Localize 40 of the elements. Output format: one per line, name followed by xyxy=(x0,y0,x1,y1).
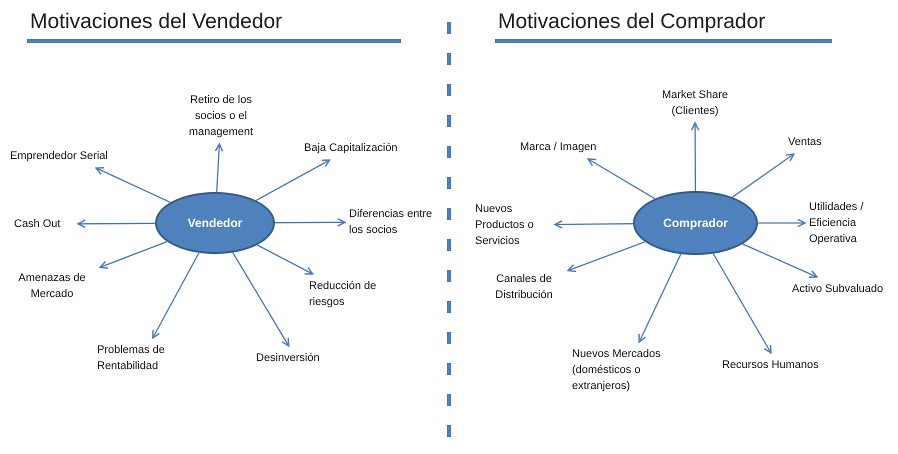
arrow xyxy=(99,241,168,269)
arrow xyxy=(638,254,682,343)
motivation-label: Retiro de los socios o el management xyxy=(180,92,262,140)
motivation-label: Recursos Humanos xyxy=(722,357,834,373)
arrow xyxy=(732,153,795,198)
arrow xyxy=(690,122,700,191)
arrow xyxy=(712,253,772,354)
motivation-label: Problemas de Rentabilidad xyxy=(97,342,187,374)
arrow xyxy=(256,244,314,275)
section-heading: Motivaciones del Comprador xyxy=(498,9,766,35)
motivation-label: Reducción de riesgos xyxy=(309,278,393,310)
arrow xyxy=(758,218,806,228)
motivation-label: Market Share (Clientes) xyxy=(652,87,738,119)
arrow xyxy=(77,219,155,228)
arrow xyxy=(567,241,646,272)
arrow xyxy=(275,218,346,227)
motivation-label: Emprendedor Serial xyxy=(10,148,130,164)
arrow xyxy=(95,167,171,203)
motivation-label: Activo Subvaluado xyxy=(792,281,896,297)
motivation-label: Baja Capitalización xyxy=(304,140,399,156)
motivation-label: Amenazas de Mercado xyxy=(8,270,96,302)
arrow xyxy=(587,158,656,200)
ellipse-node: Vendedor xyxy=(155,192,275,254)
arrow xyxy=(554,220,633,229)
motivation-label: Canales de Distribución xyxy=(484,271,564,303)
section-heading: Motivaciones del Vendedor xyxy=(30,9,282,35)
arrow xyxy=(214,143,224,192)
motivation-label: Diferencias entre los socios xyxy=(349,206,445,238)
motivation-label: Marca / Imagen xyxy=(520,139,616,155)
motivation-label: Cash Out xyxy=(14,216,74,232)
motivation-label: Utilidades / Eficiencia Operativa xyxy=(809,199,889,247)
motivation-label: Ventas xyxy=(788,134,834,150)
motivation-label: Desinversión xyxy=(256,350,336,366)
arrow xyxy=(742,243,818,278)
arrow xyxy=(256,159,330,201)
arrow xyxy=(152,252,200,339)
motivation-label: Nuevos Mercados (domésticos o extranjeros) xyxy=(572,346,680,394)
arrow xyxy=(232,252,290,347)
ellipse-node: Comprador xyxy=(633,191,758,255)
motivation-label: Nuevos Productos o Servicios xyxy=(475,201,551,249)
